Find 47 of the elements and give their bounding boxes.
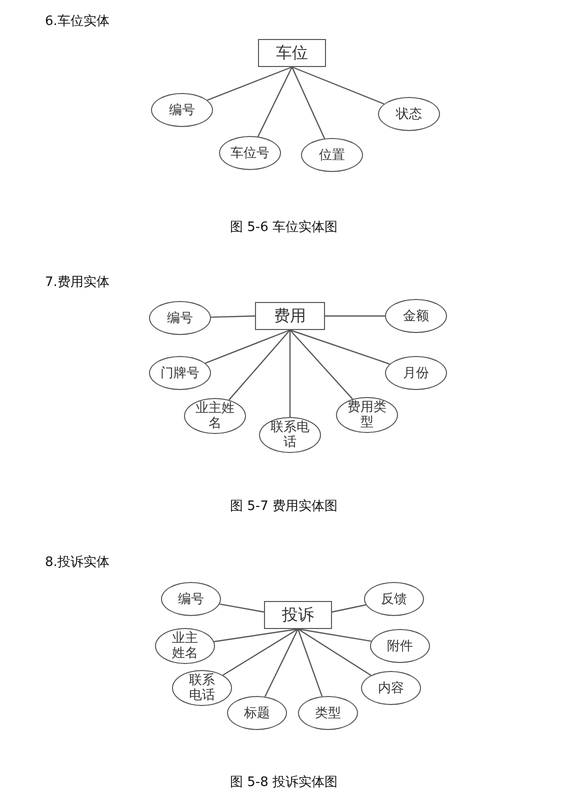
connector-line [264,628,299,697]
connector-line [205,329,290,364]
connector-line [325,315,385,317]
connector-line [297,628,323,697]
connector-line [207,66,292,101]
connector-line [298,628,372,642]
entity-box: 车位 [258,39,326,67]
connector-line [298,628,372,676]
connector-line [292,66,384,105]
entity-box: 费用 [255,302,325,330]
connector-line [220,604,264,613]
attribute-ellipse: 状态 [378,97,440,131]
attribute-ellipse: 联系电话 [172,670,232,706]
entity-box: 投诉 [264,601,332,629]
connector-line [291,66,326,139]
attribute-ellipse: 反馈 [364,582,424,616]
attribute-ellipse: 门牌号 [149,356,211,390]
connector-line [214,628,298,642]
attribute-ellipse: 标题 [227,696,287,730]
connector-line [290,330,354,400]
attribute-ellipse: 费用类型 [336,397,398,433]
attribute-ellipse: 编号 [151,93,213,127]
attribute-ellipse: 金额 [385,299,447,333]
attribute-ellipse: 车位号 [219,136,281,170]
connector-line [222,628,298,676]
connector-line [210,315,256,318]
attribute-ellipse: 业主姓名 [184,398,246,434]
heading: 7.费用实体 [45,274,110,291]
attribute-ellipse: 业主姓名 [155,628,215,664]
connector-line [257,66,293,137]
heading: 6.车位实体 [45,13,110,30]
connector-line [332,604,366,613]
attribute-ellipse: 附件 [370,629,430,663]
figure-caption: 图 5-6 车位实体图 [230,219,338,236]
attribute-ellipse: 类型 [298,696,358,730]
connector-line [228,330,290,400]
attribute-ellipse: 编号 [149,301,211,335]
attribute-ellipse: 位置 [301,138,363,172]
attribute-ellipse: 联系电话 [259,417,321,453]
figure-caption: 图 5-7 费用实体图 [230,498,338,515]
connector-line [290,329,390,365]
heading: 8.投诉实体 [45,554,110,571]
attribute-ellipse: 月份 [385,356,447,390]
attribute-ellipse: 内容 [361,671,421,705]
figure-caption: 图 5-8 投诉实体图 [230,774,338,791]
connector-line [289,330,291,417]
attribute-ellipse: 编号 [161,582,221,616]
